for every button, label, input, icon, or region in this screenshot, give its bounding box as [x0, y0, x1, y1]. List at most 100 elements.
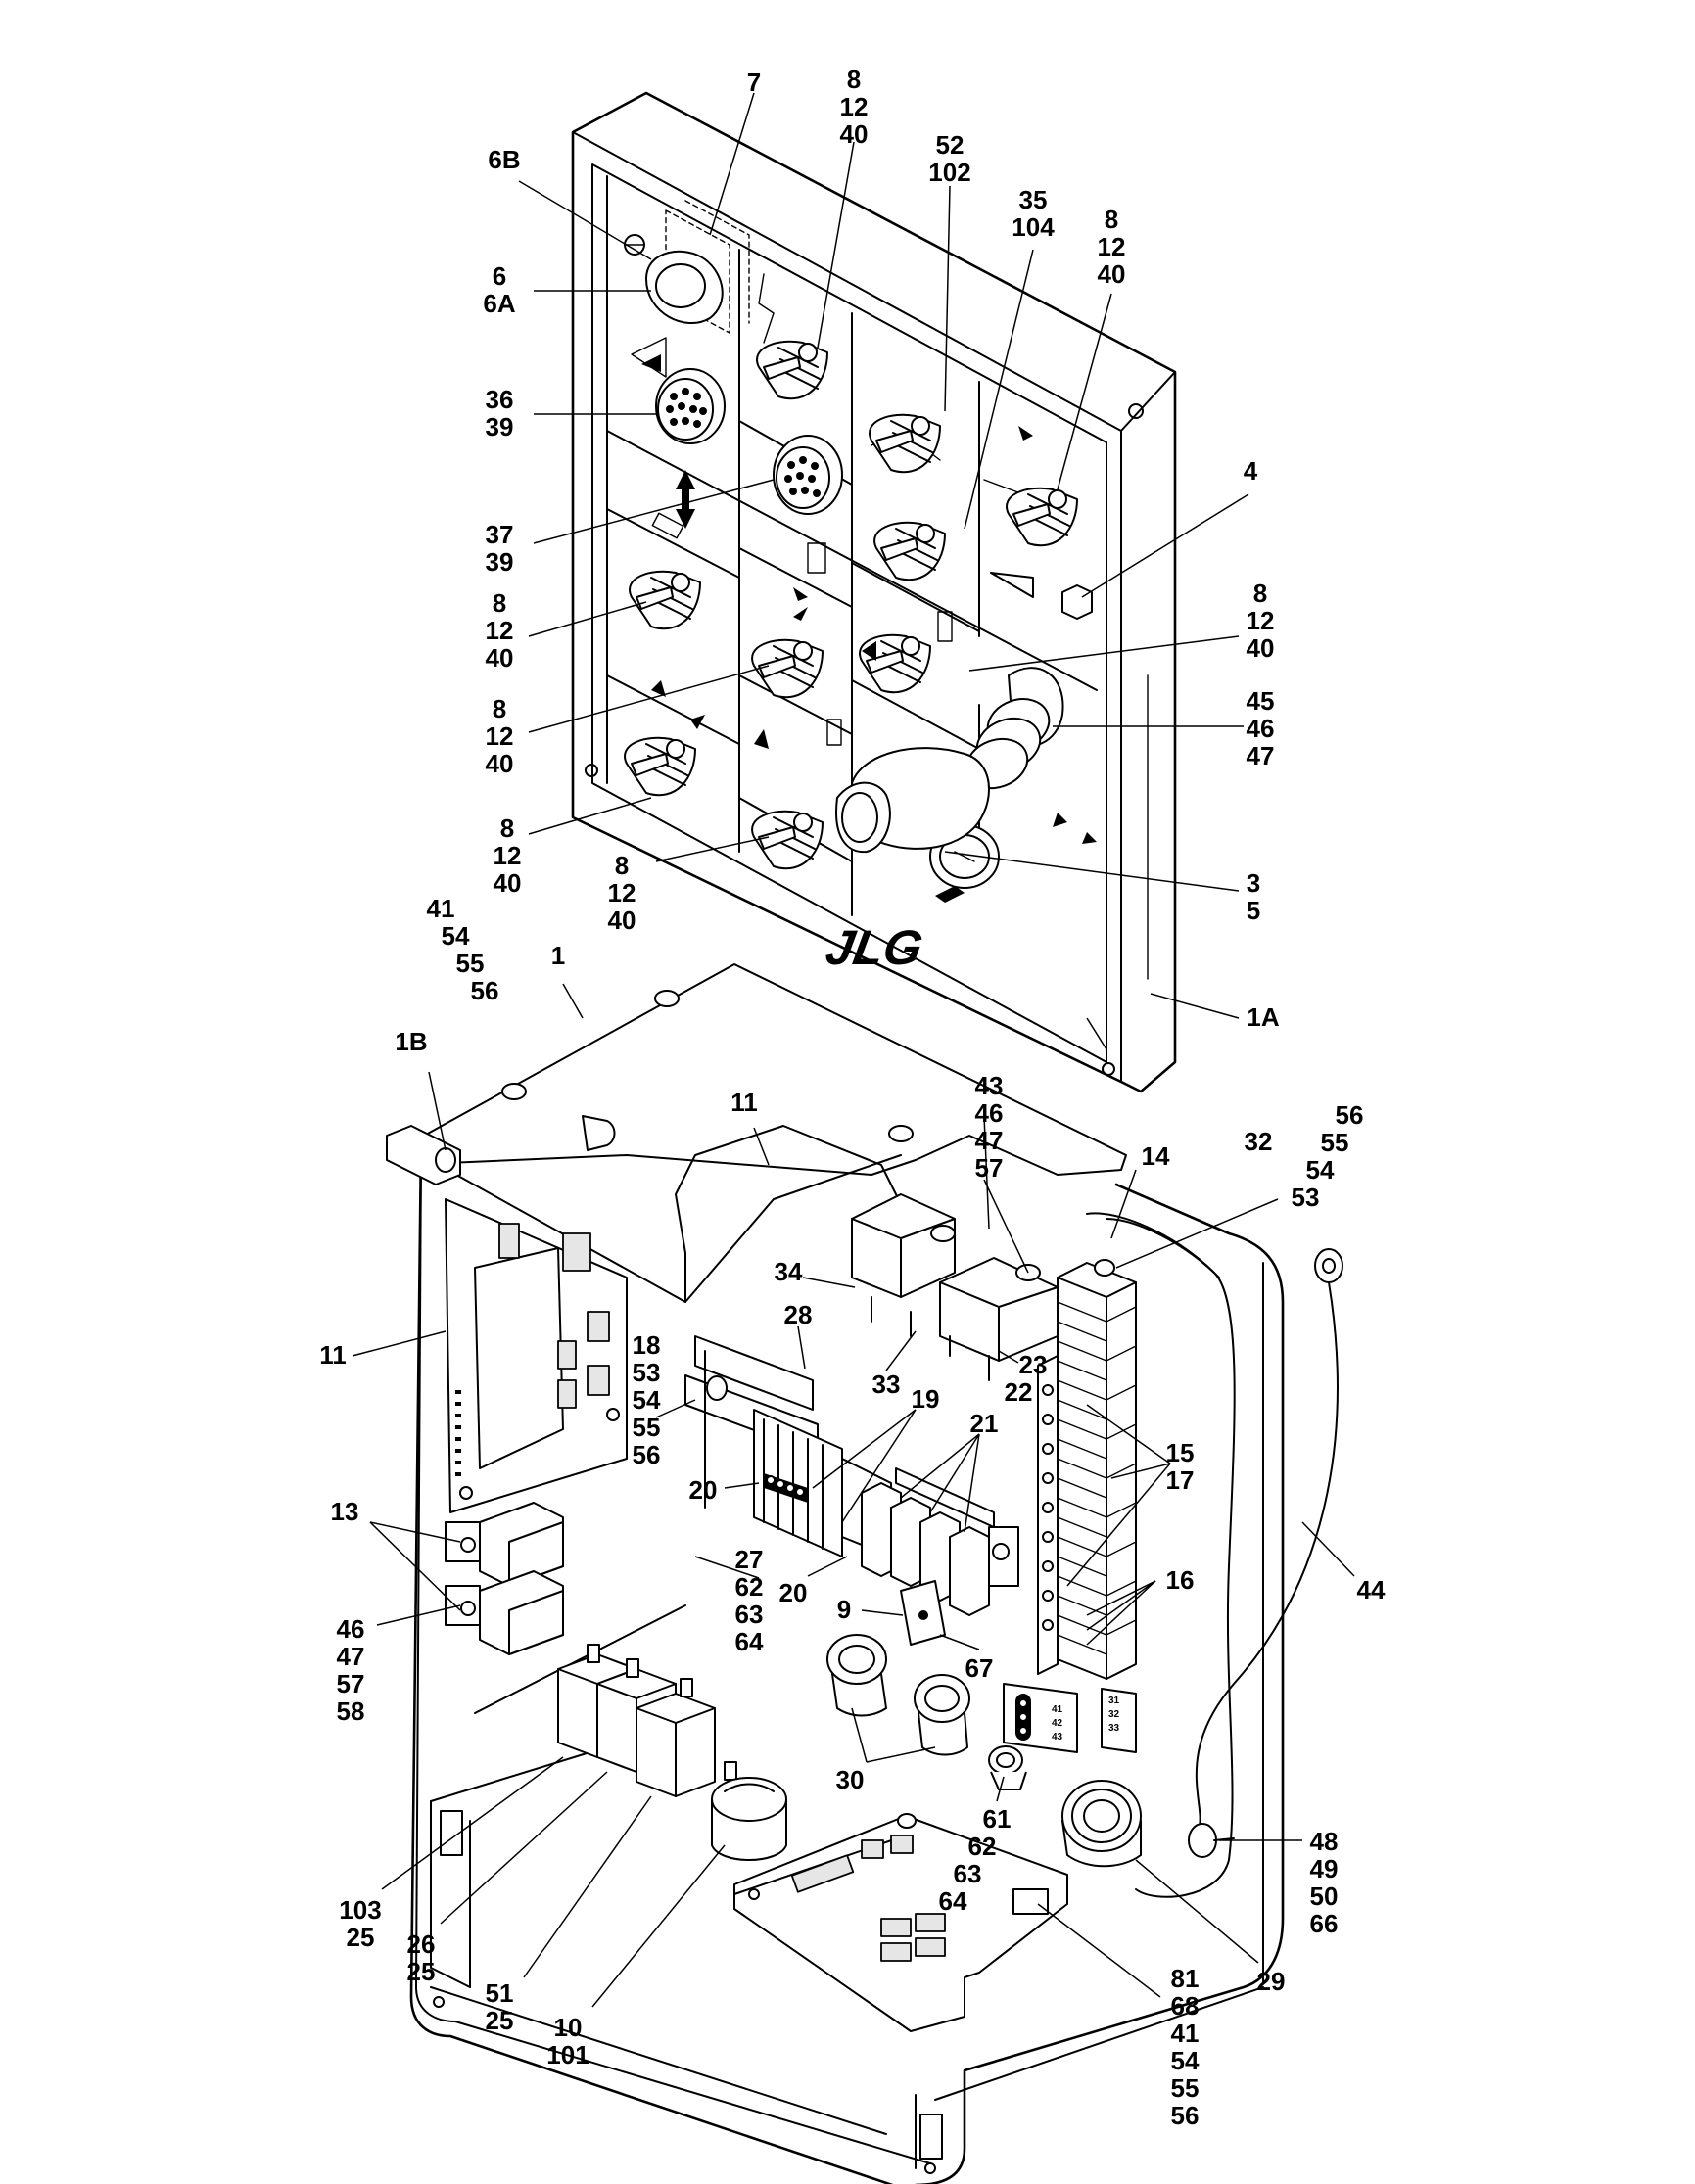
callout-8: 8 [500, 813, 514, 843]
callout-54: 54 [1171, 2046, 1200, 2075]
callout-26: 26 [407, 1929, 436, 1959]
terminal-marker-42: 42 [1052, 1718, 1063, 1729]
callout-5: 5 [1247, 896, 1260, 925]
callout-58: 58 [337, 1696, 365, 1726]
callout-55: 55 [1171, 2073, 1200, 2103]
callout-6a: 6A [483, 289, 515, 318]
callout-19: 19 [912, 1384, 940, 1414]
callout-54: 54 [1306, 1155, 1335, 1185]
relays-13 [445, 1502, 564, 1655]
leader-lines [352, 92, 1355, 2008]
terminal-markers: 41 42 43 31 32 33 [1003, 1683, 1137, 1753]
horn-button [990, 572, 1093, 620]
callout-54: 54 [633, 1385, 661, 1415]
callout-56: 56 [633, 1440, 661, 1469]
callout-8: 8 [493, 694, 506, 723]
callout-46: 46 [337, 1614, 365, 1644]
callout-12: 12 [486, 721, 514, 751]
callout-20: 20 [689, 1475, 718, 1505]
callout-56: 56 [1171, 2101, 1200, 2130]
callout-1a: 1A [1247, 1002, 1279, 1032]
callout-20: 20 [779, 1578, 808, 1607]
callout-49: 49 [1310, 1854, 1339, 1883]
callout-53: 53 [1292, 1183, 1320, 1212]
callout-53: 53 [633, 1358, 661, 1387]
callout-25: 25 [407, 1957, 436, 1986]
callout-18: 18 [633, 1330, 661, 1360]
callout-3: 3 [1247, 868, 1260, 898]
callout-11: 11 [730, 1088, 758, 1117]
large-gland-29 [1061, 1780, 1142, 1868]
callout-1: 1 [551, 941, 565, 970]
callout-1b: 1B [395, 1027, 427, 1056]
callout-52: 52 [936, 130, 965, 160]
jlg-logo: JLG [822, 919, 926, 975]
callout-36: 36 [486, 385, 514, 414]
terminal-marker-43: 43 [1052, 1732, 1063, 1743]
callout-45: 45 [1247, 686, 1275, 716]
callout-64: 64 [735, 1627, 764, 1656]
callout-28: 28 [784, 1300, 813, 1329]
fuse-holders-21 [861, 1467, 1019, 1616]
terminal-marker-32: 32 [1108, 1709, 1120, 1720]
callout-12: 12 [608, 878, 636, 907]
callout-8: 8 [615, 851, 629, 880]
control-panel: JLG [571, 91, 1177, 1093]
callout-40: 40 [608, 906, 636, 935]
callout-47: 47 [975, 1126, 1004, 1155]
callout-62: 62 [735, 1572, 764, 1602]
alarm-10 [711, 1777, 787, 1861]
callout-44: 44 [1357, 1575, 1386, 1604]
relays-33-34 [851, 1193, 1059, 1381]
callout-25: 25 [486, 2006, 514, 2035]
callout-67: 67 [965, 1653, 994, 1683]
callout-46: 46 [975, 1098, 1004, 1128]
terminal-marker-33: 33 [1108, 1723, 1120, 1734]
callout-54: 54 [442, 921, 470, 951]
ground-cable-44 [1086, 1212, 1343, 1898]
callout-14: 14 [1142, 1141, 1170, 1171]
svg-text:JLG: JLG [822, 919, 926, 975]
callout-40: 40 [486, 749, 514, 778]
callout-12: 12 [1098, 232, 1126, 261]
callout-55: 55 [456, 949, 485, 978]
callout-16: 16 [1166, 1565, 1195, 1595]
callout-55: 55 [633, 1413, 661, 1442]
enclosure-lid [400, 963, 1127, 1303]
callout-15: 15 [1166, 1438, 1195, 1467]
callout-50: 50 [1310, 1882, 1339, 1911]
callout-27: 27 [735, 1545, 764, 1574]
callout-40: 40 [494, 868, 522, 898]
callout-40: 40 [1247, 633, 1275, 663]
callout-68: 68 [1171, 1991, 1200, 2021]
callout-32: 32 [1245, 1127, 1273, 1156]
callout-8: 8 [1253, 579, 1267, 608]
emergency-stop-button [624, 234, 724, 324]
callout-101: 101 [546, 2040, 589, 2069]
callout-12: 12 [1247, 606, 1275, 635]
control-box-enclosure: 41 42 43 31 32 33 [386, 963, 1343, 2184]
terminal-marker-31: 31 [1108, 1696, 1120, 1706]
callout-102: 102 [928, 158, 970, 187]
circuit-board-11 [445, 1198, 628, 1513]
callout-56: 56 [1336, 1100, 1364, 1130]
small-gland-61 [988, 1745, 1027, 1790]
function-arrows [651, 470, 1097, 844]
connector-36 [655, 368, 726, 444]
callout-40: 40 [840, 119, 869, 149]
callout-57: 57 [975, 1153, 1004, 1183]
callout-46: 46 [1247, 714, 1275, 743]
callout-56: 56 [471, 976, 499, 1005]
callout-40: 40 [486, 643, 514, 673]
callout-48: 48 [1310, 1827, 1339, 1856]
callout-12: 12 [840, 92, 869, 121]
callout-35: 35 [1019, 185, 1048, 214]
callout-39: 39 [486, 547, 514, 577]
callout-41: 41 [427, 894, 455, 923]
callout-62: 62 [968, 1832, 997, 1861]
callout-104: 104 [1012, 212, 1055, 242]
callout-6b: 6B [488, 145, 520, 174]
callout-12: 12 [486, 616, 514, 645]
callout-10: 10 [554, 2013, 583, 2042]
